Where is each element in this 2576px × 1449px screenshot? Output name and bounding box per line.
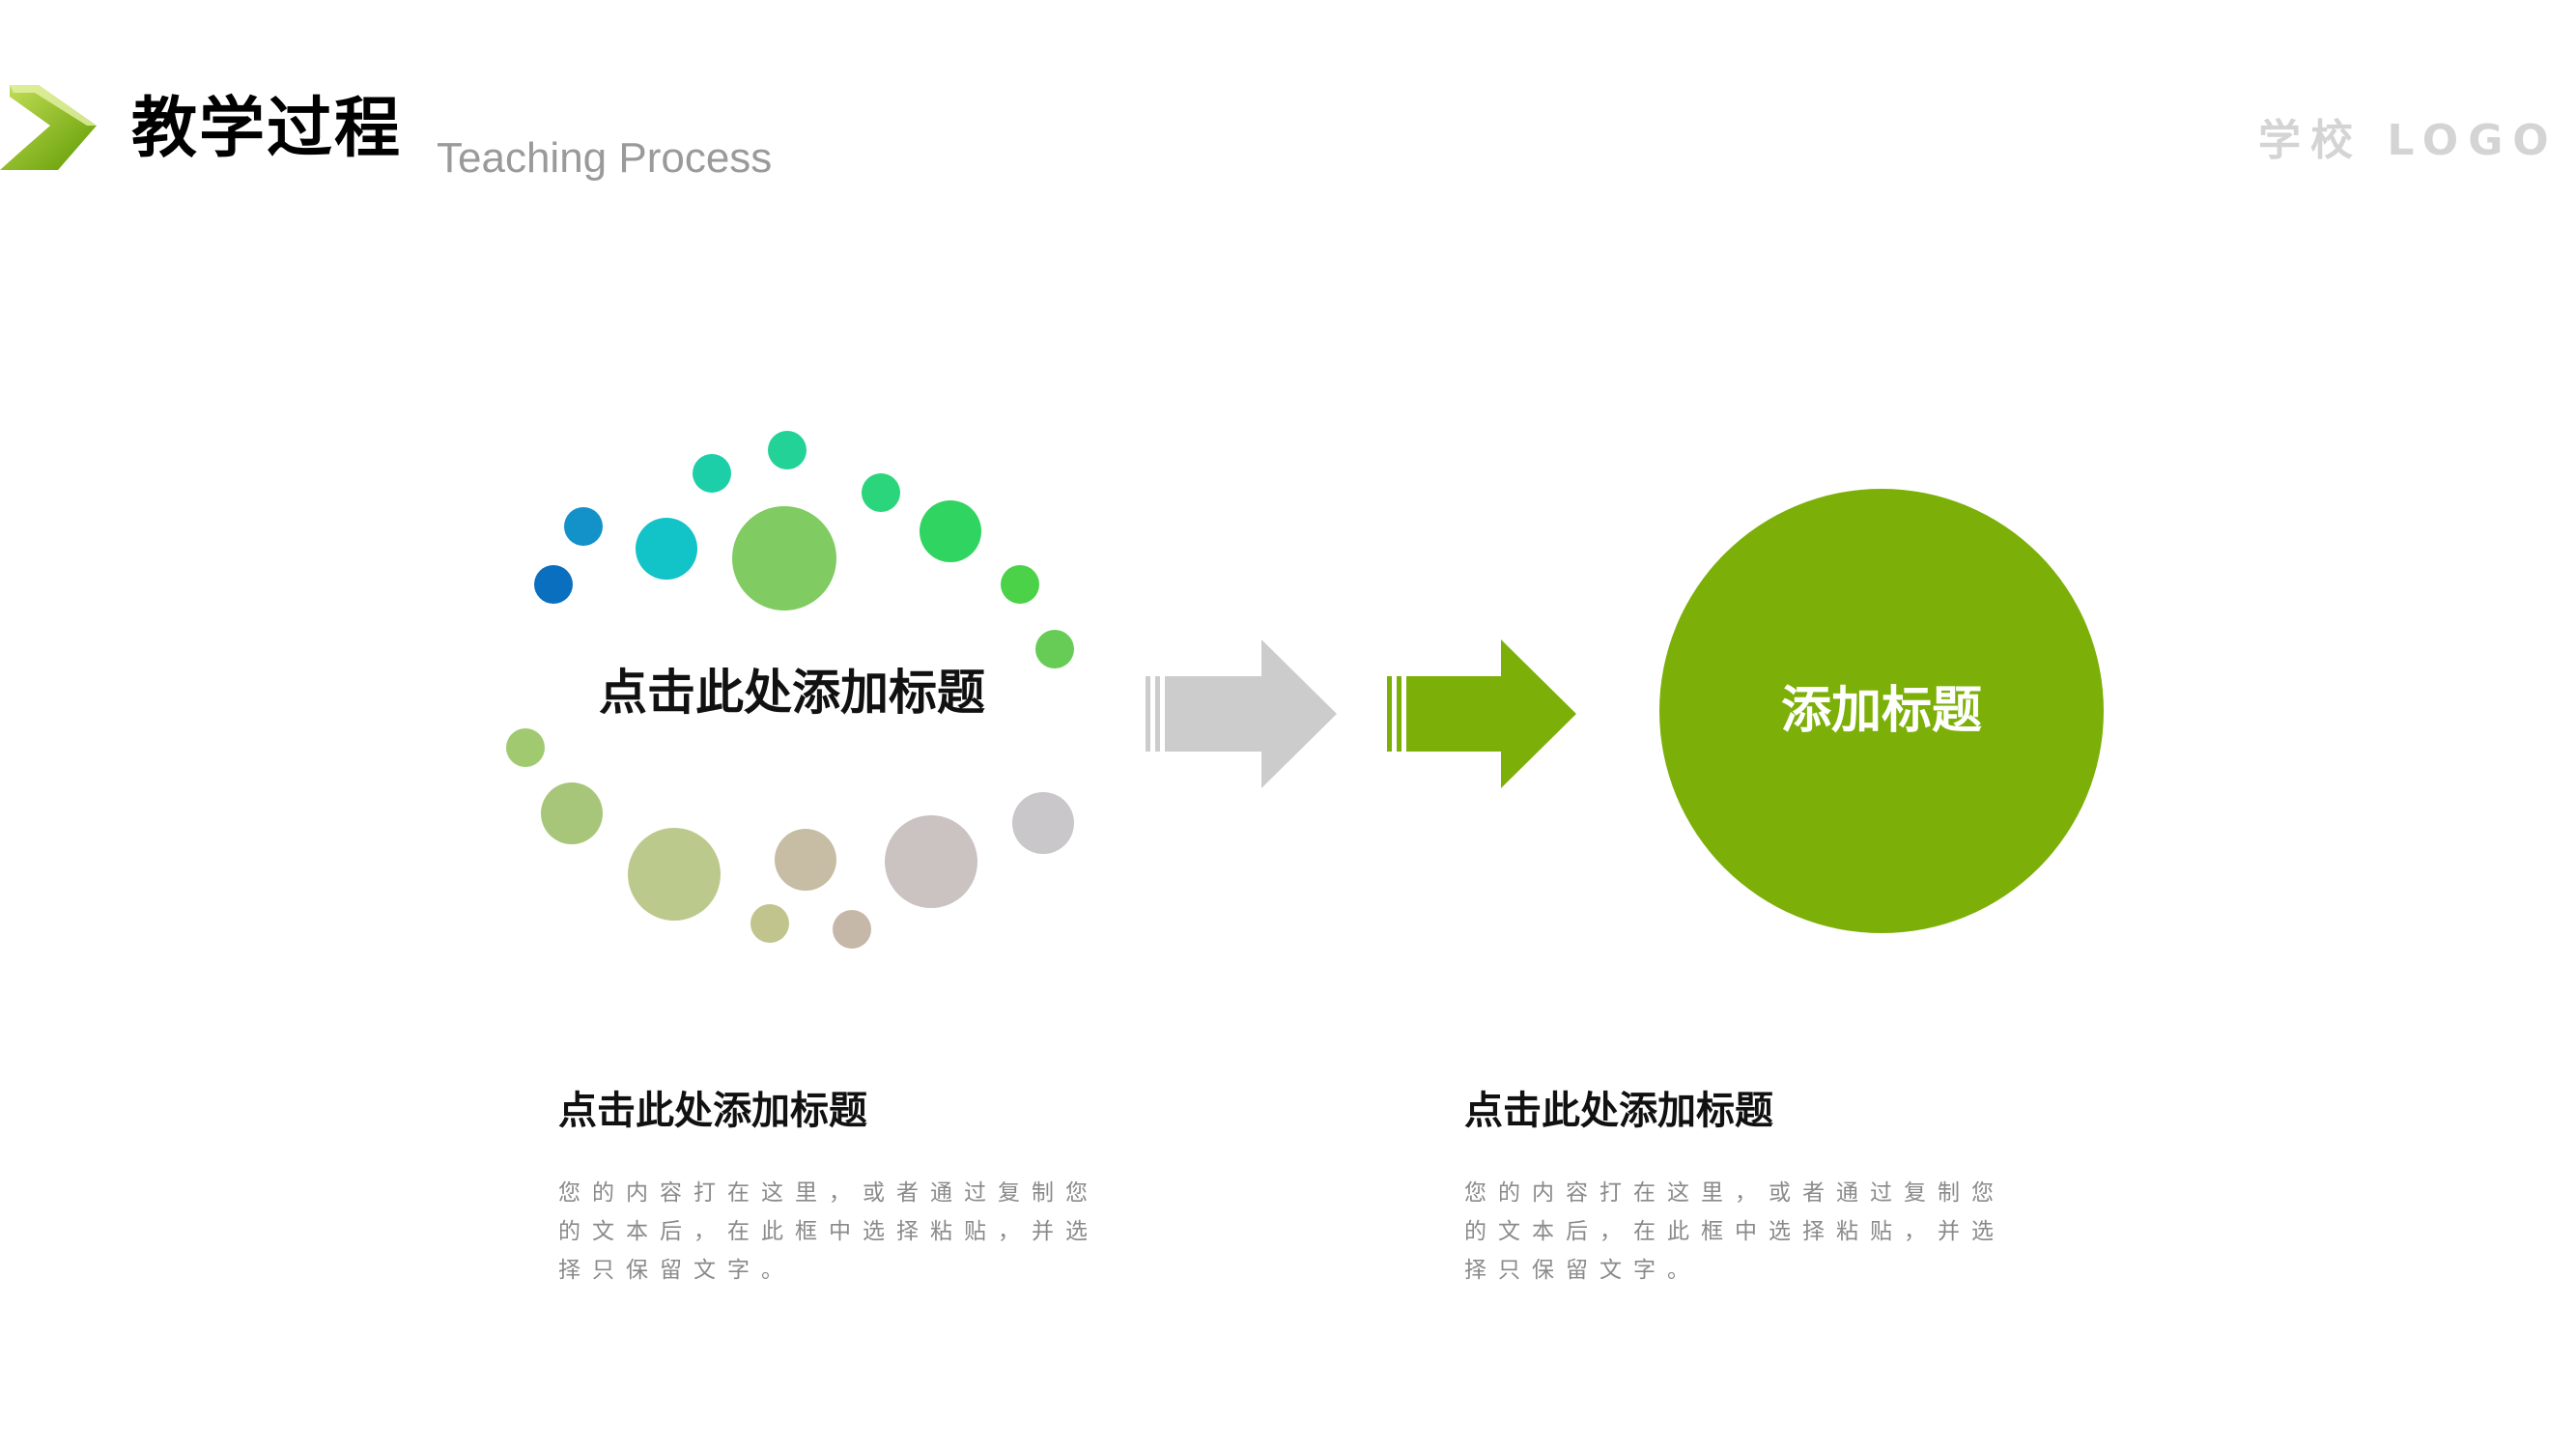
left-block-body: 您的内容打在这里，或者通过复制您的文本后，在此框中选择粘贴，并选择只保留文字。 [558,1180,1099,1283]
dot-11 [506,728,545,767]
dot-14 [750,904,789,943]
school-logo: 学校 LOGO [2258,116,2559,165]
dot-7 [862,473,900,512]
dot-2 [564,507,603,546]
page-subtitle: Teaching Process [437,134,773,182]
page-title: 教学过程 [131,91,403,167]
dot-12 [541,782,603,844]
arrow-right-icon [1387,639,1576,788]
green-chevron-icon [0,85,97,170]
dot-15 [775,829,836,891]
dot-6 [732,506,836,611]
dot-9 [1001,565,1039,604]
dot-16 [833,910,871,949]
left-block-title: 点击此处添加标题 [558,1089,867,1133]
dot-4 [693,454,731,493]
dot-10 [1035,630,1074,668]
dot-13 [628,828,721,921]
right-block-title: 点击此处添加标题 [1464,1089,1773,1133]
result-circle-label: 添加标题 [1780,682,1982,740]
right-block-body: 您的内容打在这里，或者通过复制您的文本后，在此框中选择粘贴，并选择只保留文字。 [1464,1180,2005,1283]
dot-8 [920,500,981,562]
dot-3 [636,518,697,580]
dots-cluster-title: 点击此处添加标题 [599,665,985,721]
arrow-right-icon [1146,639,1337,788]
dot-1 [534,565,573,604]
dot-18 [1012,792,1074,854]
dot-17 [885,815,977,908]
result-circle: 添加标题 [1659,489,2104,933]
dot-5 [768,431,807,469]
